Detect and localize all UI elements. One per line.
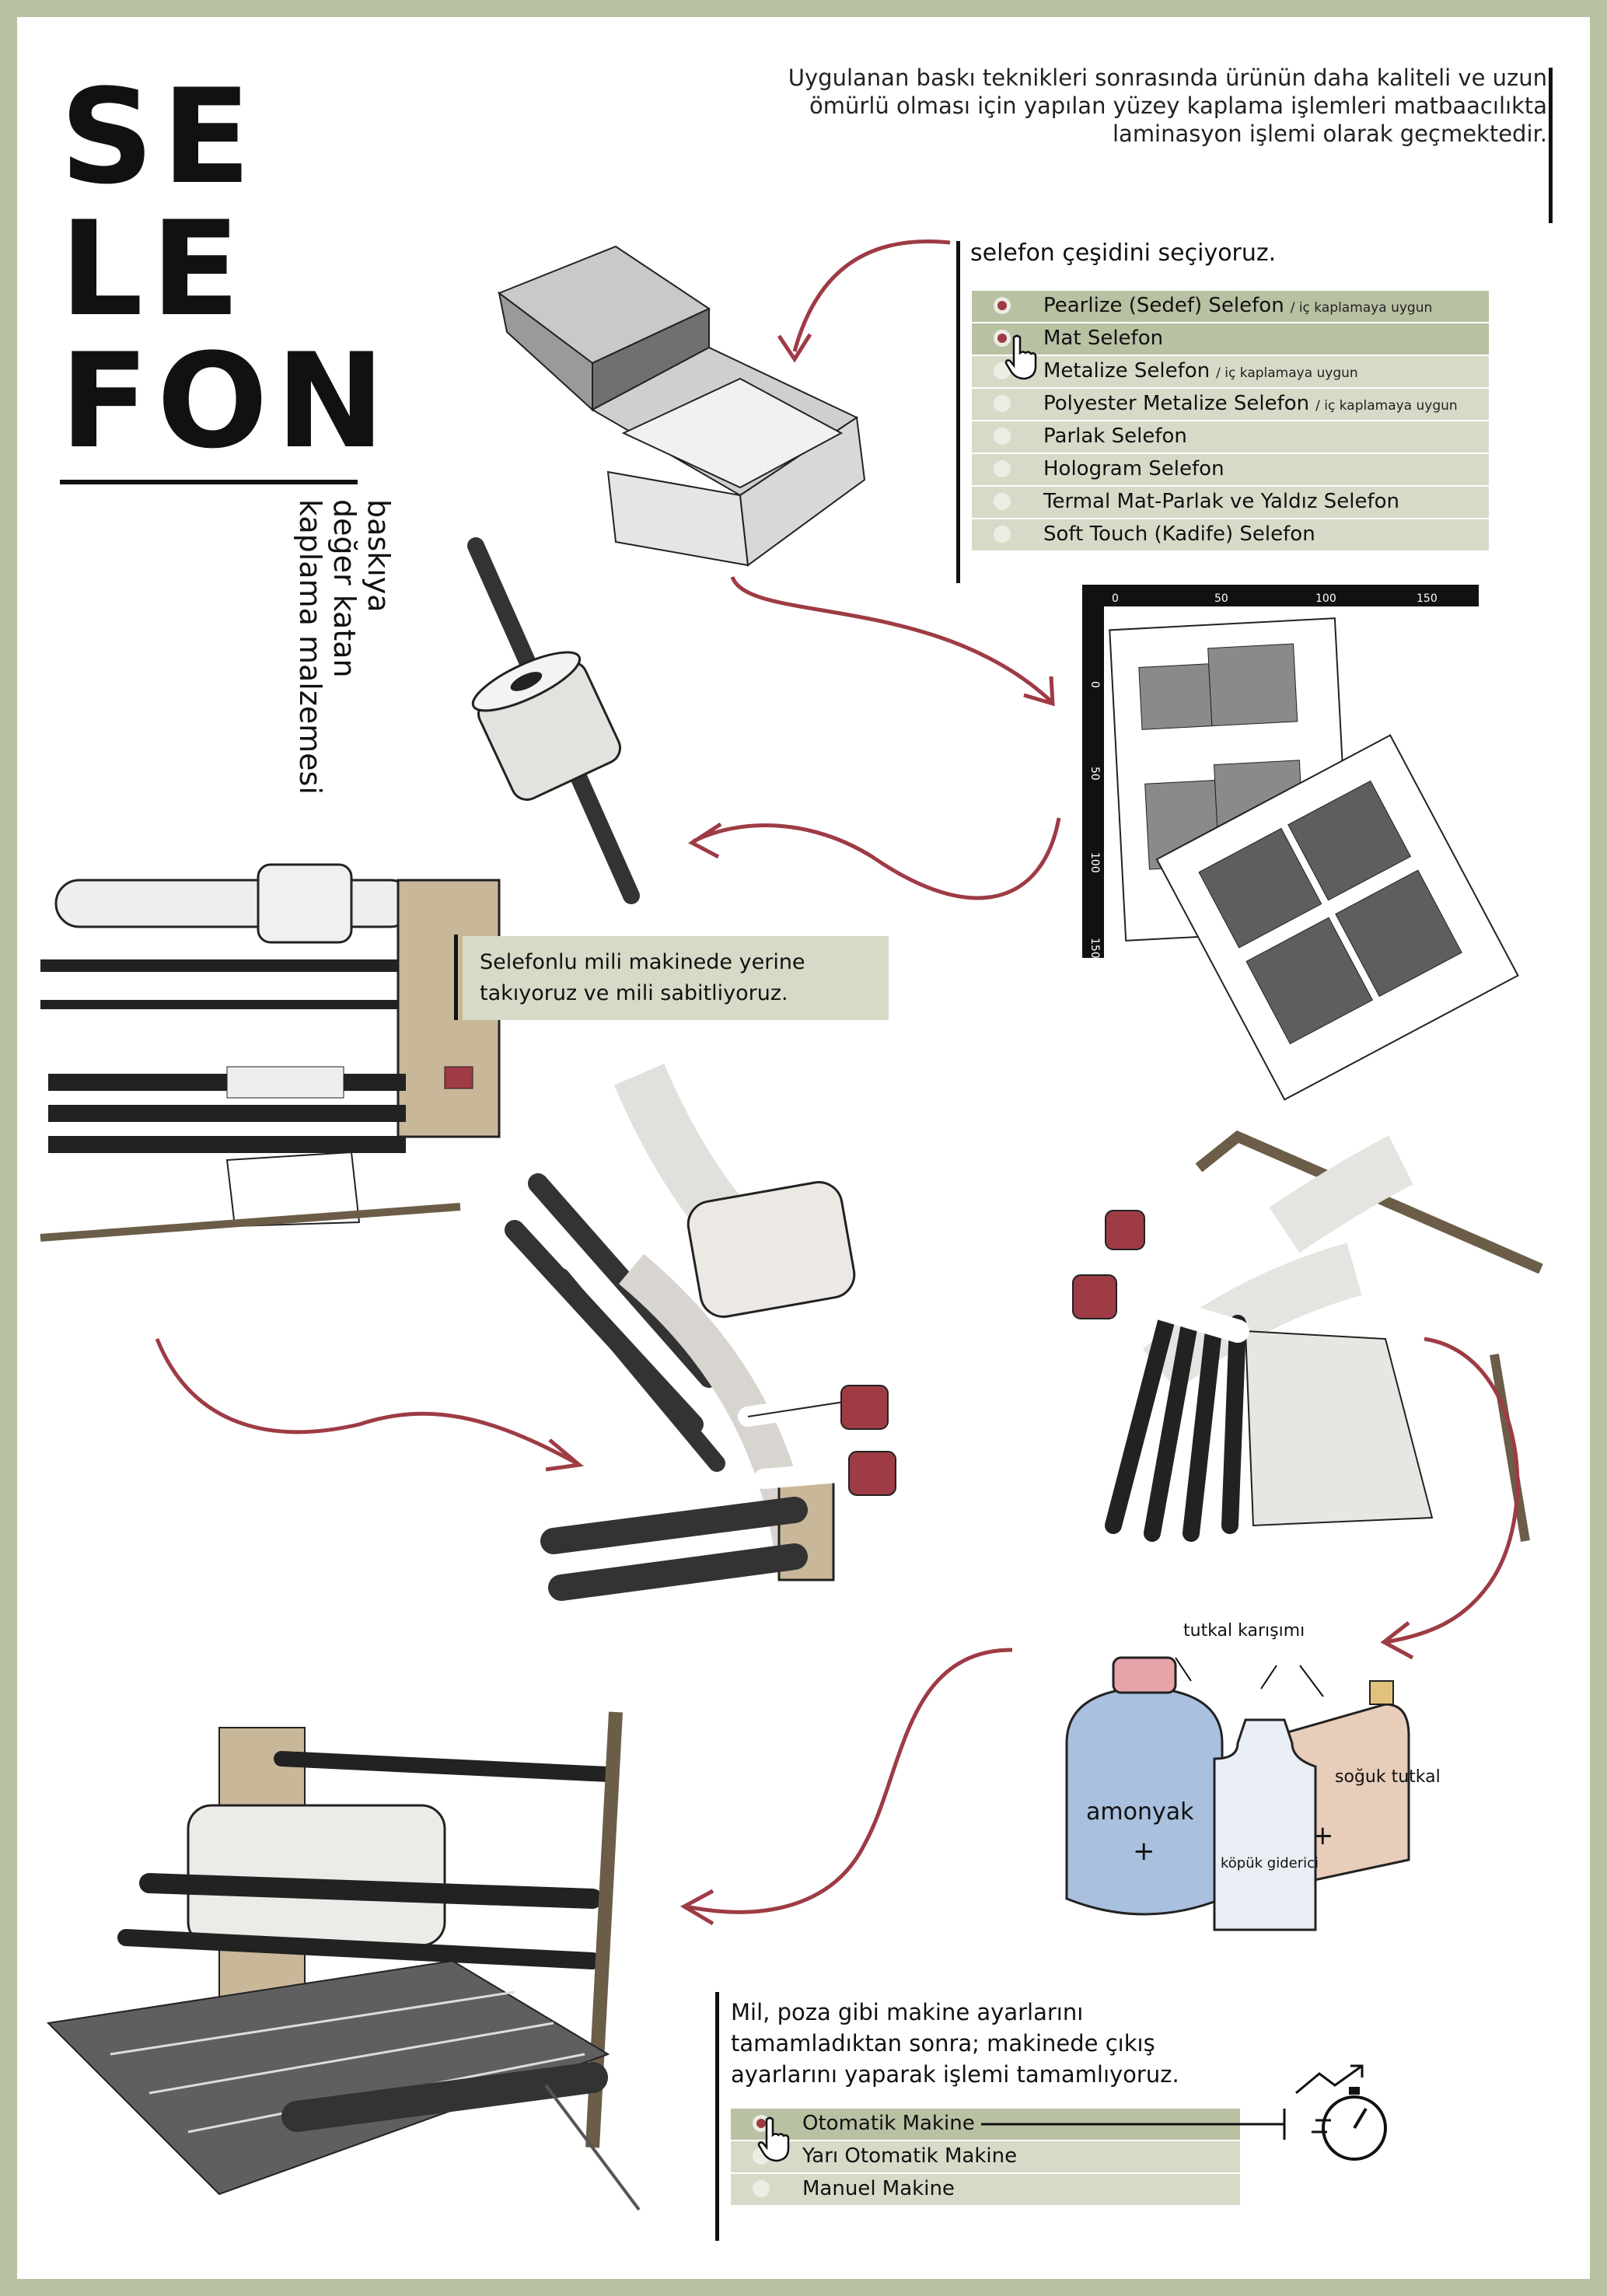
stopwatch-icon bbox=[1295, 2064, 1387, 2161]
radio-icon[interactable] bbox=[994, 526, 1011, 543]
arrow-to-glue bbox=[1380, 1337, 1520, 1660]
arrow-to-box bbox=[777, 239, 951, 363]
option-label: Yarı Otomatik Makine bbox=[802, 2144, 1018, 2168]
box-illustration bbox=[497, 245, 866, 567]
hand-cursor-icon bbox=[757, 2116, 790, 2162]
connector-line bbox=[981, 2109, 1286, 2140]
title-line-2: LE bbox=[60, 193, 248, 345]
radio-icon[interactable] bbox=[994, 428, 1011, 445]
ruler-tick: 0 bbox=[1112, 592, 1119, 605]
ruler-tick: 150 bbox=[1417, 592, 1438, 605]
radio-icon[interactable] bbox=[753, 2180, 770, 2197]
intro-text: Uygulanan baskı teknikleri sonrasında ür… bbox=[788, 65, 1547, 147]
option-metalize[interactable]: Metalize Selefon / iç kaplamaya uygun bbox=[972, 356, 1489, 387]
feeding-illustration bbox=[1072, 1130, 1543, 1542]
machine-option-manuel[interactable]: Manuel Makine bbox=[731, 2174, 1240, 2205]
radio-selected-icon[interactable] bbox=[994, 297, 1011, 314]
selection-heading: selefon çeşidini seçiyoruz. bbox=[970, 239, 1277, 267]
note-divider bbox=[454, 935, 458, 1020]
final-divider bbox=[715, 1992, 719, 2241]
option-label: Mat Selefon bbox=[1043, 327, 1164, 350]
option-termal[interactable]: Termal Mat-Parlak ve Yaldız Selefon bbox=[972, 487, 1489, 518]
title-line-1: SE bbox=[60, 61, 259, 213]
option-soft-touch[interactable]: Soft Touch (Kadife) Selefon bbox=[972, 519, 1489, 550]
machine-option-yari-otomatik[interactable]: Yarı Otomatik Makine bbox=[731, 2141, 1240, 2172]
radio-icon[interactable] bbox=[994, 395, 1011, 412]
ruler-tick: 0 bbox=[1088, 681, 1101, 688]
ruler-top-ticks: 0 50 100 150 bbox=[1112, 592, 1438, 605]
die-cut-template: 0 50 100 150 0 50 100 150 bbox=[1082, 585, 1519, 1101]
arrow-to-roll bbox=[688, 817, 1061, 900]
option-hologram[interactable]: Hologram Selefon bbox=[972, 454, 1489, 485]
option-pearlize[interactable]: Pearlize (Sedef) Selefon / iç kaplamaya u… bbox=[972, 291, 1489, 322]
laminating-machine-illustration bbox=[40, 863, 501, 1242]
ruler-tick: 50 bbox=[1214, 592, 1228, 605]
ruler-tick: 50 bbox=[1088, 767, 1101, 781]
subtitle: baskıya değer katan kaplama malzemesi bbox=[293, 499, 396, 795]
bottle-antifoam-label: köpük giderici bbox=[1221, 1855, 1319, 1871]
output-machine-illustration bbox=[46, 1711, 641, 2211]
arrow-to-template bbox=[730, 576, 1055, 707]
intro-divider bbox=[1549, 68, 1553, 223]
option-label: Metalize Selefon bbox=[1043, 359, 1210, 383]
mounting-note: Selefonlu mili makinede yerine takıyoruz… bbox=[463, 936, 889, 1020]
option-label: Soft Touch (Kadife) Selefon bbox=[1043, 522, 1315, 546]
hand-cursor-icon bbox=[1004, 334, 1037, 380]
option-label: Otomatik Makine bbox=[802, 2112, 975, 2135]
arrow-to-threading bbox=[155, 1338, 584, 1472]
option-mat[interactable]: Mat Selefon bbox=[972, 323, 1489, 355]
ruler-tick: 100 bbox=[1088, 852, 1101, 873]
film-roll-illustration bbox=[467, 537, 640, 904]
radio-icon[interactable] bbox=[994, 493, 1011, 510]
option-label: Parlak Selefon bbox=[1043, 425, 1187, 448]
radio-selected-icon[interactable] bbox=[753, 2115, 770, 2132]
list-divider bbox=[956, 241, 960, 583]
option-label: Polyester Metalize Selefon bbox=[1043, 392, 1310, 415]
glue-mix-illustration: tutkal karışımı amonyak + soğuk tutkal +… bbox=[1065, 1621, 1441, 1931]
option-label: Hologram Selefon bbox=[1043, 457, 1224, 481]
radio-icon[interactable] bbox=[994, 362, 1011, 379]
ruler-tick: 150 bbox=[1088, 938, 1101, 959]
option-note: / iç kaplamaya uygun bbox=[1315, 398, 1458, 414]
option-label: Manuel Makine bbox=[802, 2177, 955, 2200]
option-note: / iç kaplamaya uygun bbox=[1290, 300, 1433, 316]
radio-icon[interactable] bbox=[994, 460, 1011, 477]
ruler-tick: 100 bbox=[1315, 592, 1336, 605]
title-line-3: FON bbox=[60, 325, 393, 477]
glue-mix-label: tutkal karışımı bbox=[1183, 1621, 1305, 1641]
radio-selected-icon[interactable] bbox=[994, 330, 1011, 347]
ruler-left-ticks: 0 50 100 150 bbox=[1088, 681, 1101, 959]
option-label: Pearlize (Sedef) Selefon bbox=[1043, 294, 1284, 317]
bottle-ammonia-label: amonyak bbox=[1086, 1798, 1194, 1826]
poster: SE LE FON baskıya değer katan kaplama ma… bbox=[17, 17, 1590, 2279]
title-divider bbox=[60, 480, 358, 484]
option-polyester-metalize[interactable]: Polyester Metalize Selefon / iç kaplamaya… bbox=[972, 389, 1489, 420]
final-text: Mil, poza gibi makine ayarlarını tamamla… bbox=[731, 1999, 1179, 2088]
option-parlak[interactable]: Parlak Selefon bbox=[972, 421, 1489, 453]
threading-illustration bbox=[505, 1064, 896, 1601]
option-label: Termal Mat-Parlak ve Yaldız Selefon bbox=[1043, 490, 1399, 513]
bottle-glue-label: soğuk tutkal bbox=[1335, 1767, 1441, 1787]
arrow-to-final bbox=[679, 1648, 1013, 1926]
option-note: / iç kaplamaya uygun bbox=[1216, 365, 1358, 381]
plus-icon: + bbox=[1133, 1836, 1155, 1867]
